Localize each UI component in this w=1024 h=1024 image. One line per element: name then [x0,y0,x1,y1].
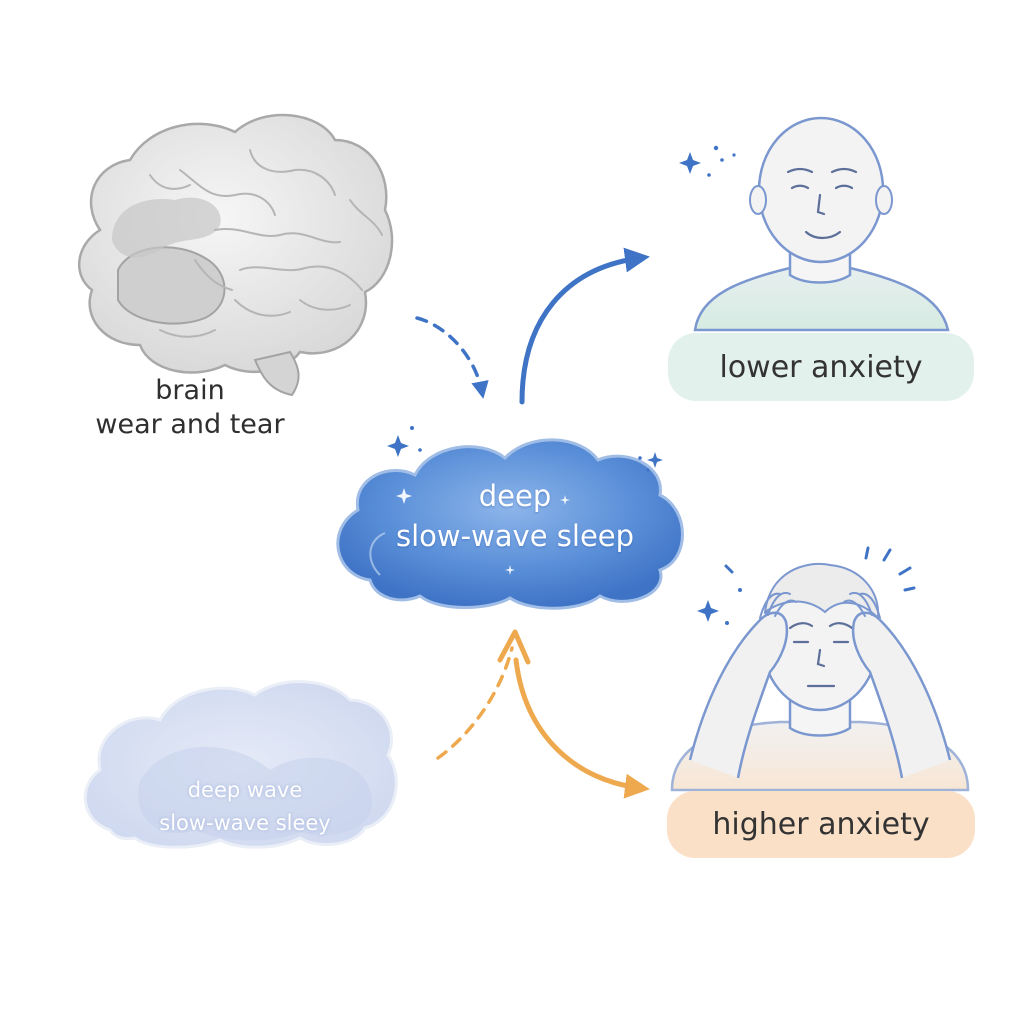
lower-anxiety-label: lower anxiety [719,349,923,385]
brain-label-line2: wear and tear [95,409,285,440]
lower-anxiety-pill: lower anxiety [668,333,974,401]
sleep-to-higher-anxiety-arrow [513,657,650,799]
deep-sleep-label: deep slow-wave sleep [360,476,670,556]
cloud-icon [83,680,398,849]
faded-to-sleep-arrowhead [497,629,531,665]
calm-person-icon [693,116,950,332]
brain-icon [78,113,394,397]
brain-label: brain wear and tear [80,374,300,442]
faded-to-sleep-arrow [436,646,514,760]
faded-cloud-label-line2: slow-wave sleey [159,811,331,835]
brain-label-line1: brain [155,375,225,406]
cloud-icon [336,438,684,610]
deep-sleep-label-line2: slow-wave sleep [395,519,635,553]
sparkle-icon [387,426,663,472]
higher-anxiety-pill: higher anxiety [667,791,975,858]
deep-sleep-label-line1: deep [478,479,552,513]
brain-to-sleep-arrow [415,316,489,399]
faded-cloud-label-line1: deep wave [187,778,303,802]
higher-anxiety-label: higher anxiety [712,807,930,842]
sleep-to-lower-anxiety-arrow [519,247,650,405]
sparkle-icon [679,145,736,177]
stress-marks-icon [697,546,916,625]
stressed-person-icon [670,563,970,792]
faded-cloud-label: deep wave slow-wave sleey [110,774,380,840]
